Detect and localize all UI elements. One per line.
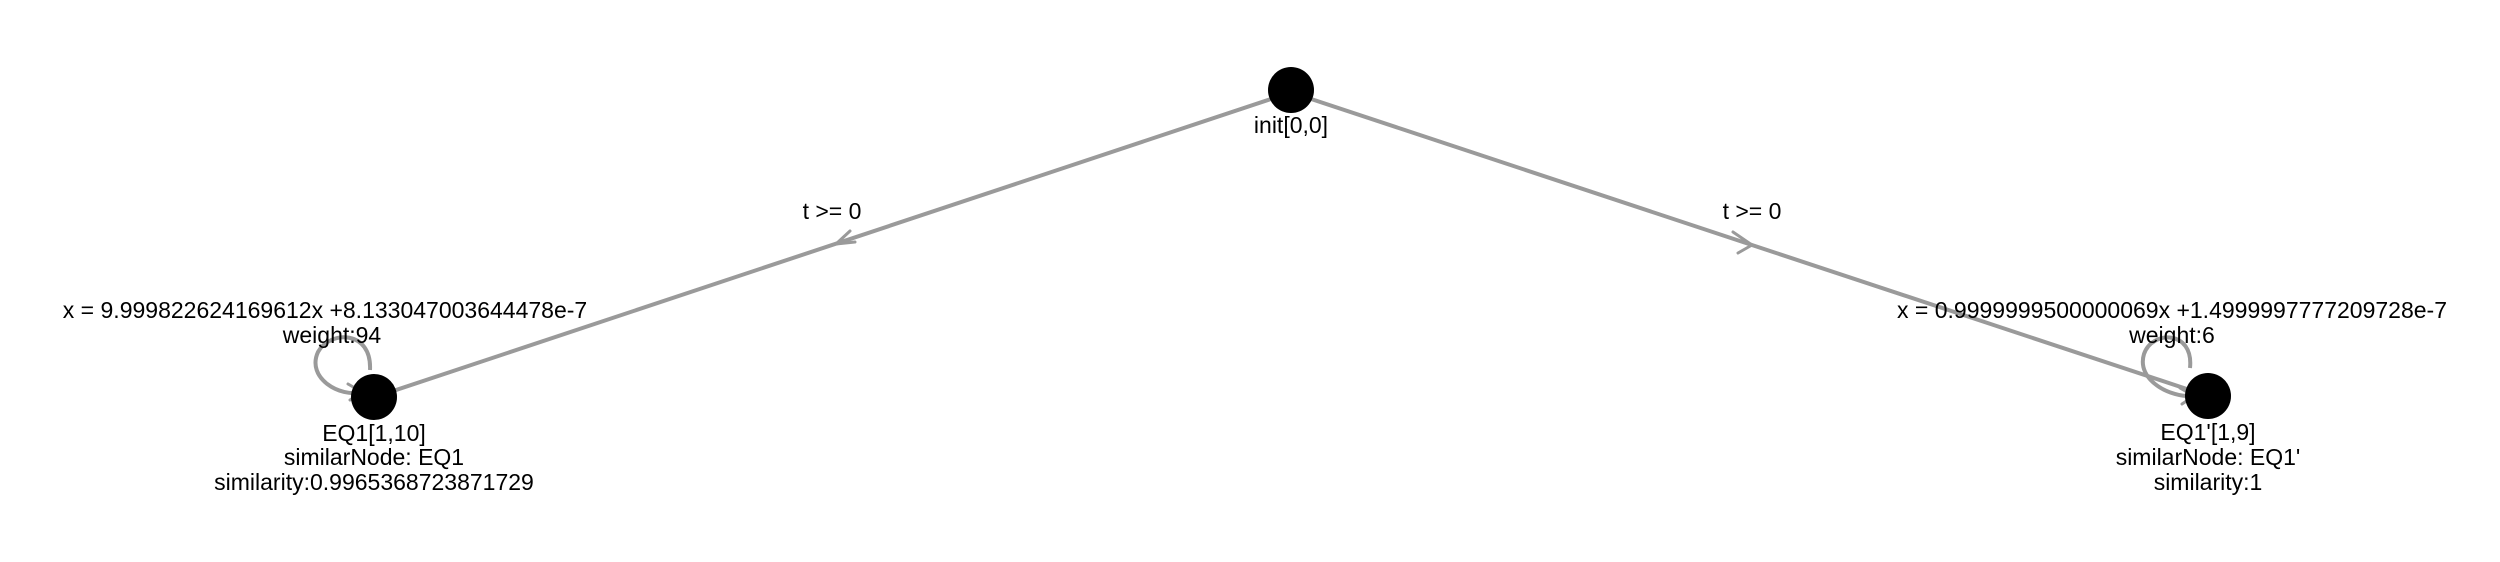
node-eq1p-similar-node: similarNode: EQ1' bbox=[2116, 444, 2301, 470]
node-eq1p-label: EQ1'[1,9] bbox=[2160, 419, 2255, 445]
node-eq1p-similarity: similarity:1 bbox=[2154, 469, 2263, 495]
self-loop-eq1-equation: x = 9.999822624169612x +8.13304700364447… bbox=[63, 297, 587, 323]
edge-init-to-eq1-arrow bbox=[834, 229, 857, 246]
edge-init-to-eq1p-guard: t >= 0 bbox=[1723, 198, 1782, 224]
self-loop-eq1p-weight: weight:6 bbox=[2128, 322, 2215, 348]
node-init-label: init[0,0] bbox=[1254, 112, 1328, 138]
node-init[interactable] bbox=[1268, 67, 1314, 113]
node-eq1-similarity: similarity:0.9965368723871729 bbox=[214, 469, 534, 495]
edge-init-to-eq1p-arrow bbox=[1731, 230, 1754, 255]
node-eq1[interactable] bbox=[351, 374, 397, 420]
edge-init-to-eq1 bbox=[371, 90, 1293, 400]
node-eq1-label: EQ1[1,10] bbox=[322, 420, 426, 446]
self-loop-eq1p-equation: x = 0.9999999500000069x +1.4999997777209… bbox=[1897, 297, 2447, 323]
node-eq1-similar-node: similarNode: EQ1 bbox=[284, 444, 464, 470]
self-loop-eq1p bbox=[2140, 335, 2195, 399]
self-loop-eq1-weight: weight:94 bbox=[282, 322, 382, 348]
edge-init-to-eq1-guard: t >= 0 bbox=[803, 198, 862, 224]
node-eq1p[interactable] bbox=[2185, 373, 2231, 419]
self-loop-eq1 bbox=[313, 335, 373, 396]
